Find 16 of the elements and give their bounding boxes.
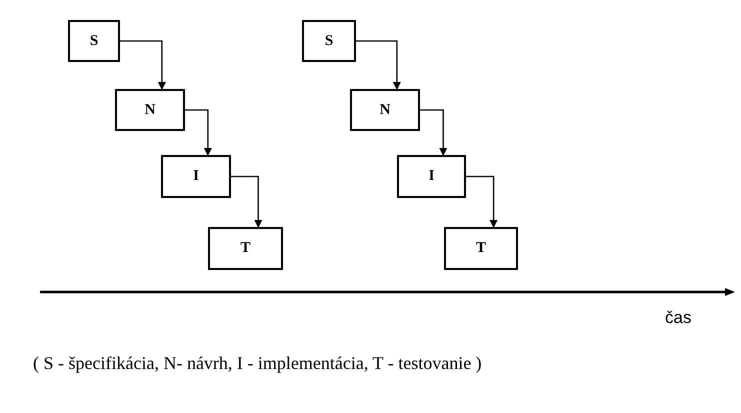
axis-label: čas bbox=[665, 308, 692, 328]
arrow bbox=[466, 176, 498, 228]
caption: ( S - špecifikácia, N- návrh, I - implementácia, T - testovanie ) bbox=[33, 353, 482, 374]
process-box: N bbox=[350, 89, 420, 131]
process-box: T bbox=[208, 227, 283, 270]
arrow bbox=[420, 109, 448, 156]
arrow bbox=[120, 40, 166, 90]
process-box: T bbox=[444, 227, 518, 270]
process-box: S bbox=[302, 20, 356, 62]
process-box: I bbox=[161, 155, 231, 198]
process-box: I bbox=[397, 155, 466, 198]
arrow bbox=[231, 176, 262, 228]
arrow bbox=[356, 40, 401, 90]
process-box: N bbox=[115, 89, 185, 131]
arrow bbox=[185, 109, 212, 156]
process-box: S bbox=[68, 20, 120, 62]
